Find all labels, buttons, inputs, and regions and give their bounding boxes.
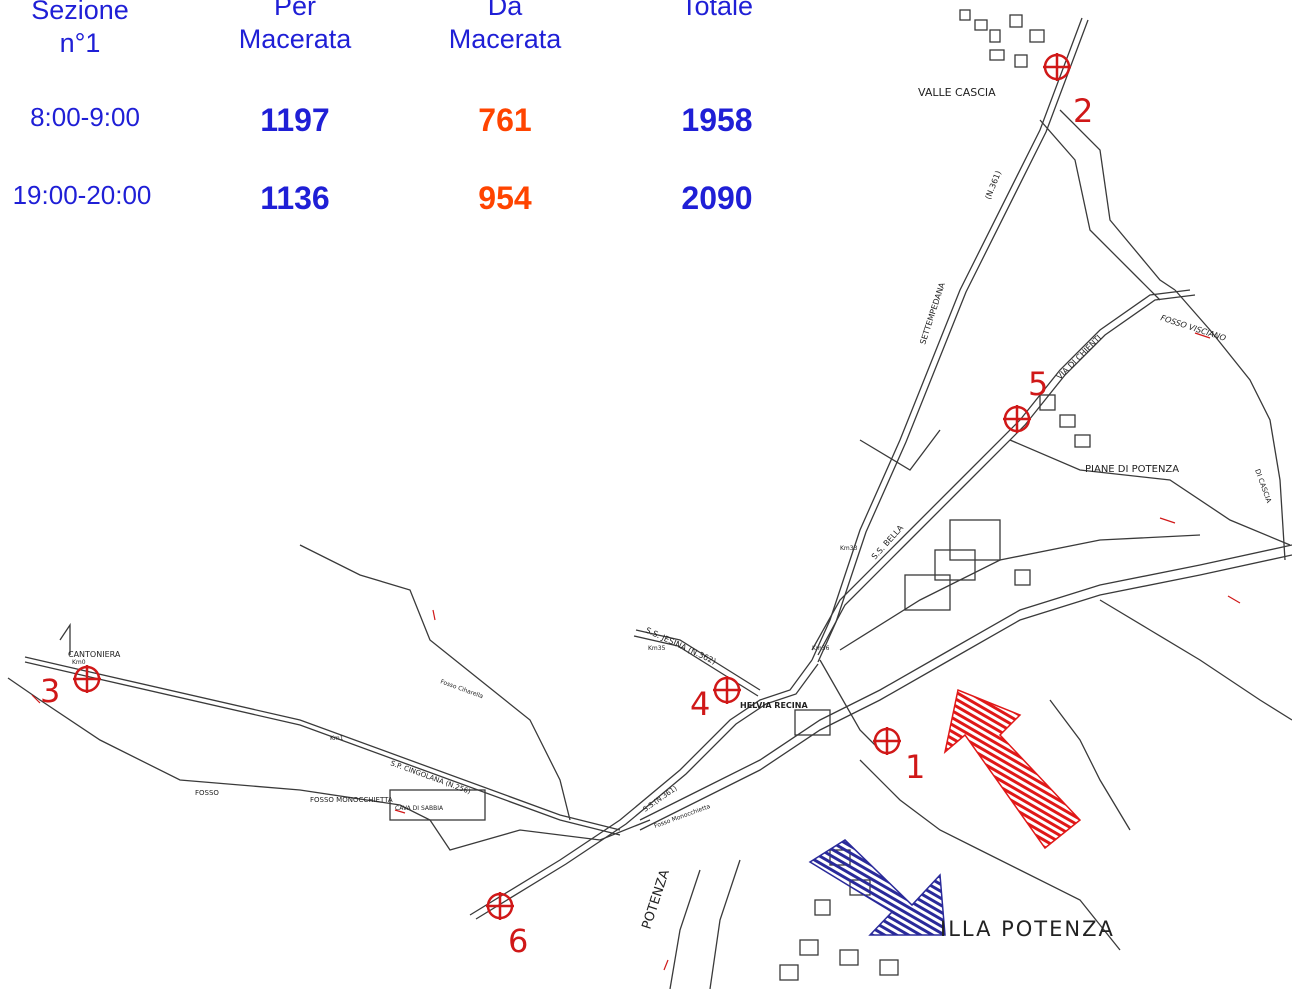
row-time-evening: 19:00-20:00 [12, 180, 152, 210]
road-settempedana [811, 17, 1083, 661]
header-per-macerata: Per Macerata [238, 0, 352, 54]
value-totale-evening: 2090 [681, 180, 753, 216]
stream-label-fosso-visciano: FOSSO VISCIANO [1159, 313, 1227, 343]
road-label-km33: Km33 [840, 545, 858, 552]
checkpoint-2-label: 2 [1073, 92, 1093, 130]
road-label-ss-n361: (N.361) [984, 170, 1004, 201]
stream-label-fosso-monocchietta-b: Fosso Monocchietta [653, 803, 711, 830]
value-per-evening: 1136 [260, 180, 330, 216]
road-valle-cascia [1039, 119, 1161, 301]
value-totale-morning: 1958 [681, 102, 753, 138]
place-valle-cascia: VALLE CASCIA [918, 86, 996, 99]
road-label-km0: Km0 [72, 659, 86, 666]
river-potenza [639, 544, 1292, 821]
road-ss-jesina [635, 629, 761, 691]
header-da-macerata: Da Macerata [448, 0, 562, 54]
stream-label-fosso-left: FOSSO [195, 789, 219, 797]
cava-di-sabbia-outline [389, 789, 486, 821]
checkpoint-1-label: 1 [905, 748, 925, 786]
checkpoint-4-label: 4 [690, 685, 710, 723]
road-label-km36: Km36 [812, 645, 830, 652]
checkpoint-6-label: 6 [508, 922, 528, 960]
stream-label-fosso-monocchietta: FOSSO MONOCCHIETTA [310, 796, 393, 804]
header-sezione: Sezione n°1 [31, 0, 129, 58]
header-totale: Totale [680, 0, 754, 21]
place-helvia-recina: HELVIA RECINA [740, 701, 808, 710]
road-ss361-south [469, 659, 813, 916]
checkpoint-3-label: 3 [40, 672, 60, 710]
value-per-morning: 1197 [260, 102, 330, 138]
stream-label-fosso-ciharella: Fosso Ciharella [439, 678, 484, 700]
inbound-flow-arrow [943, 688, 1082, 850]
row-time-morning: 8:00-9:00 [30, 102, 140, 132]
place-villa-potenza: ILLA POTENZA [940, 917, 1115, 941]
stream-fosso-visciano [1174, 289, 1286, 561]
value-da-morning: 761 [478, 102, 532, 138]
outbound-flow-arrow [808, 839, 946, 936]
place-potenza: POTENZA [640, 868, 673, 931]
place-cantoniera: CANTONIERA [68, 650, 121, 659]
road-settempedana-edge [817, 19, 1089, 663]
stream-fosso-monocchietta [7, 677, 651, 851]
road-label-km35: Km35 [648, 645, 666, 652]
stream-label-di-cascia: DI CASCIA [1253, 468, 1273, 504]
road-label-ss-bella: S.S. BELLA [870, 523, 906, 561]
place-piane-di-potenza: PIANE DI POTENZA [1085, 464, 1179, 475]
road-label-via-chienti: VIA DI CHIENTI [1055, 333, 1103, 381]
road-label-km1: Km1 [330, 735, 344, 742]
place-cava-di-sabbia: CAVA DI SABBIA [395, 805, 444, 812]
checkpoint-5-label: 5 [1028, 365, 1048, 403]
stream-fosso-ciharella [299, 544, 571, 821]
value-da-evening: 954 [478, 180, 532, 216]
road-label-settempedana: SETTEMPEDANA [918, 281, 947, 346]
road-sp-cingolana [24, 656, 621, 831]
